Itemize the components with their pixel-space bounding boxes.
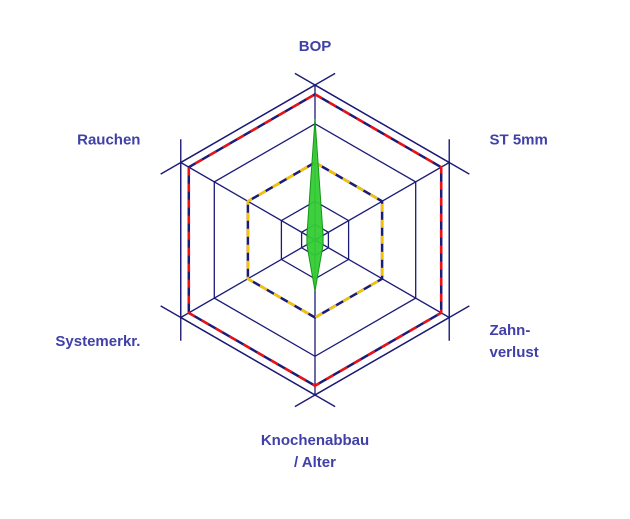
axis-label-systemerkr: Systemerkr. — [55, 333, 140, 350]
axis-label-bop: BOP — [299, 38, 332, 55]
edge-extension-tick — [294, 72, 470, 175]
high-risk-ring-dash — [187, 92, 443, 388]
axis-label-zahnverlust: Zahn-verlust — [490, 322, 539, 361]
axis-label-st-5mm: ST 5mm — [490, 131, 548, 148]
edge-extension-tick — [160, 72, 336, 175]
axis-label-knochenabbau-alter: Knochenabbau/ Alter — [261, 432, 369, 471]
edge-extension-tick — [294, 305, 470, 408]
low-risk-ring-dash — [246, 161, 384, 319]
patient-risk-polygon — [306, 119, 324, 292]
axis-label-rauchen: Rauchen — [77, 131, 140, 148]
edge-extension-tick — [160, 305, 336, 408]
